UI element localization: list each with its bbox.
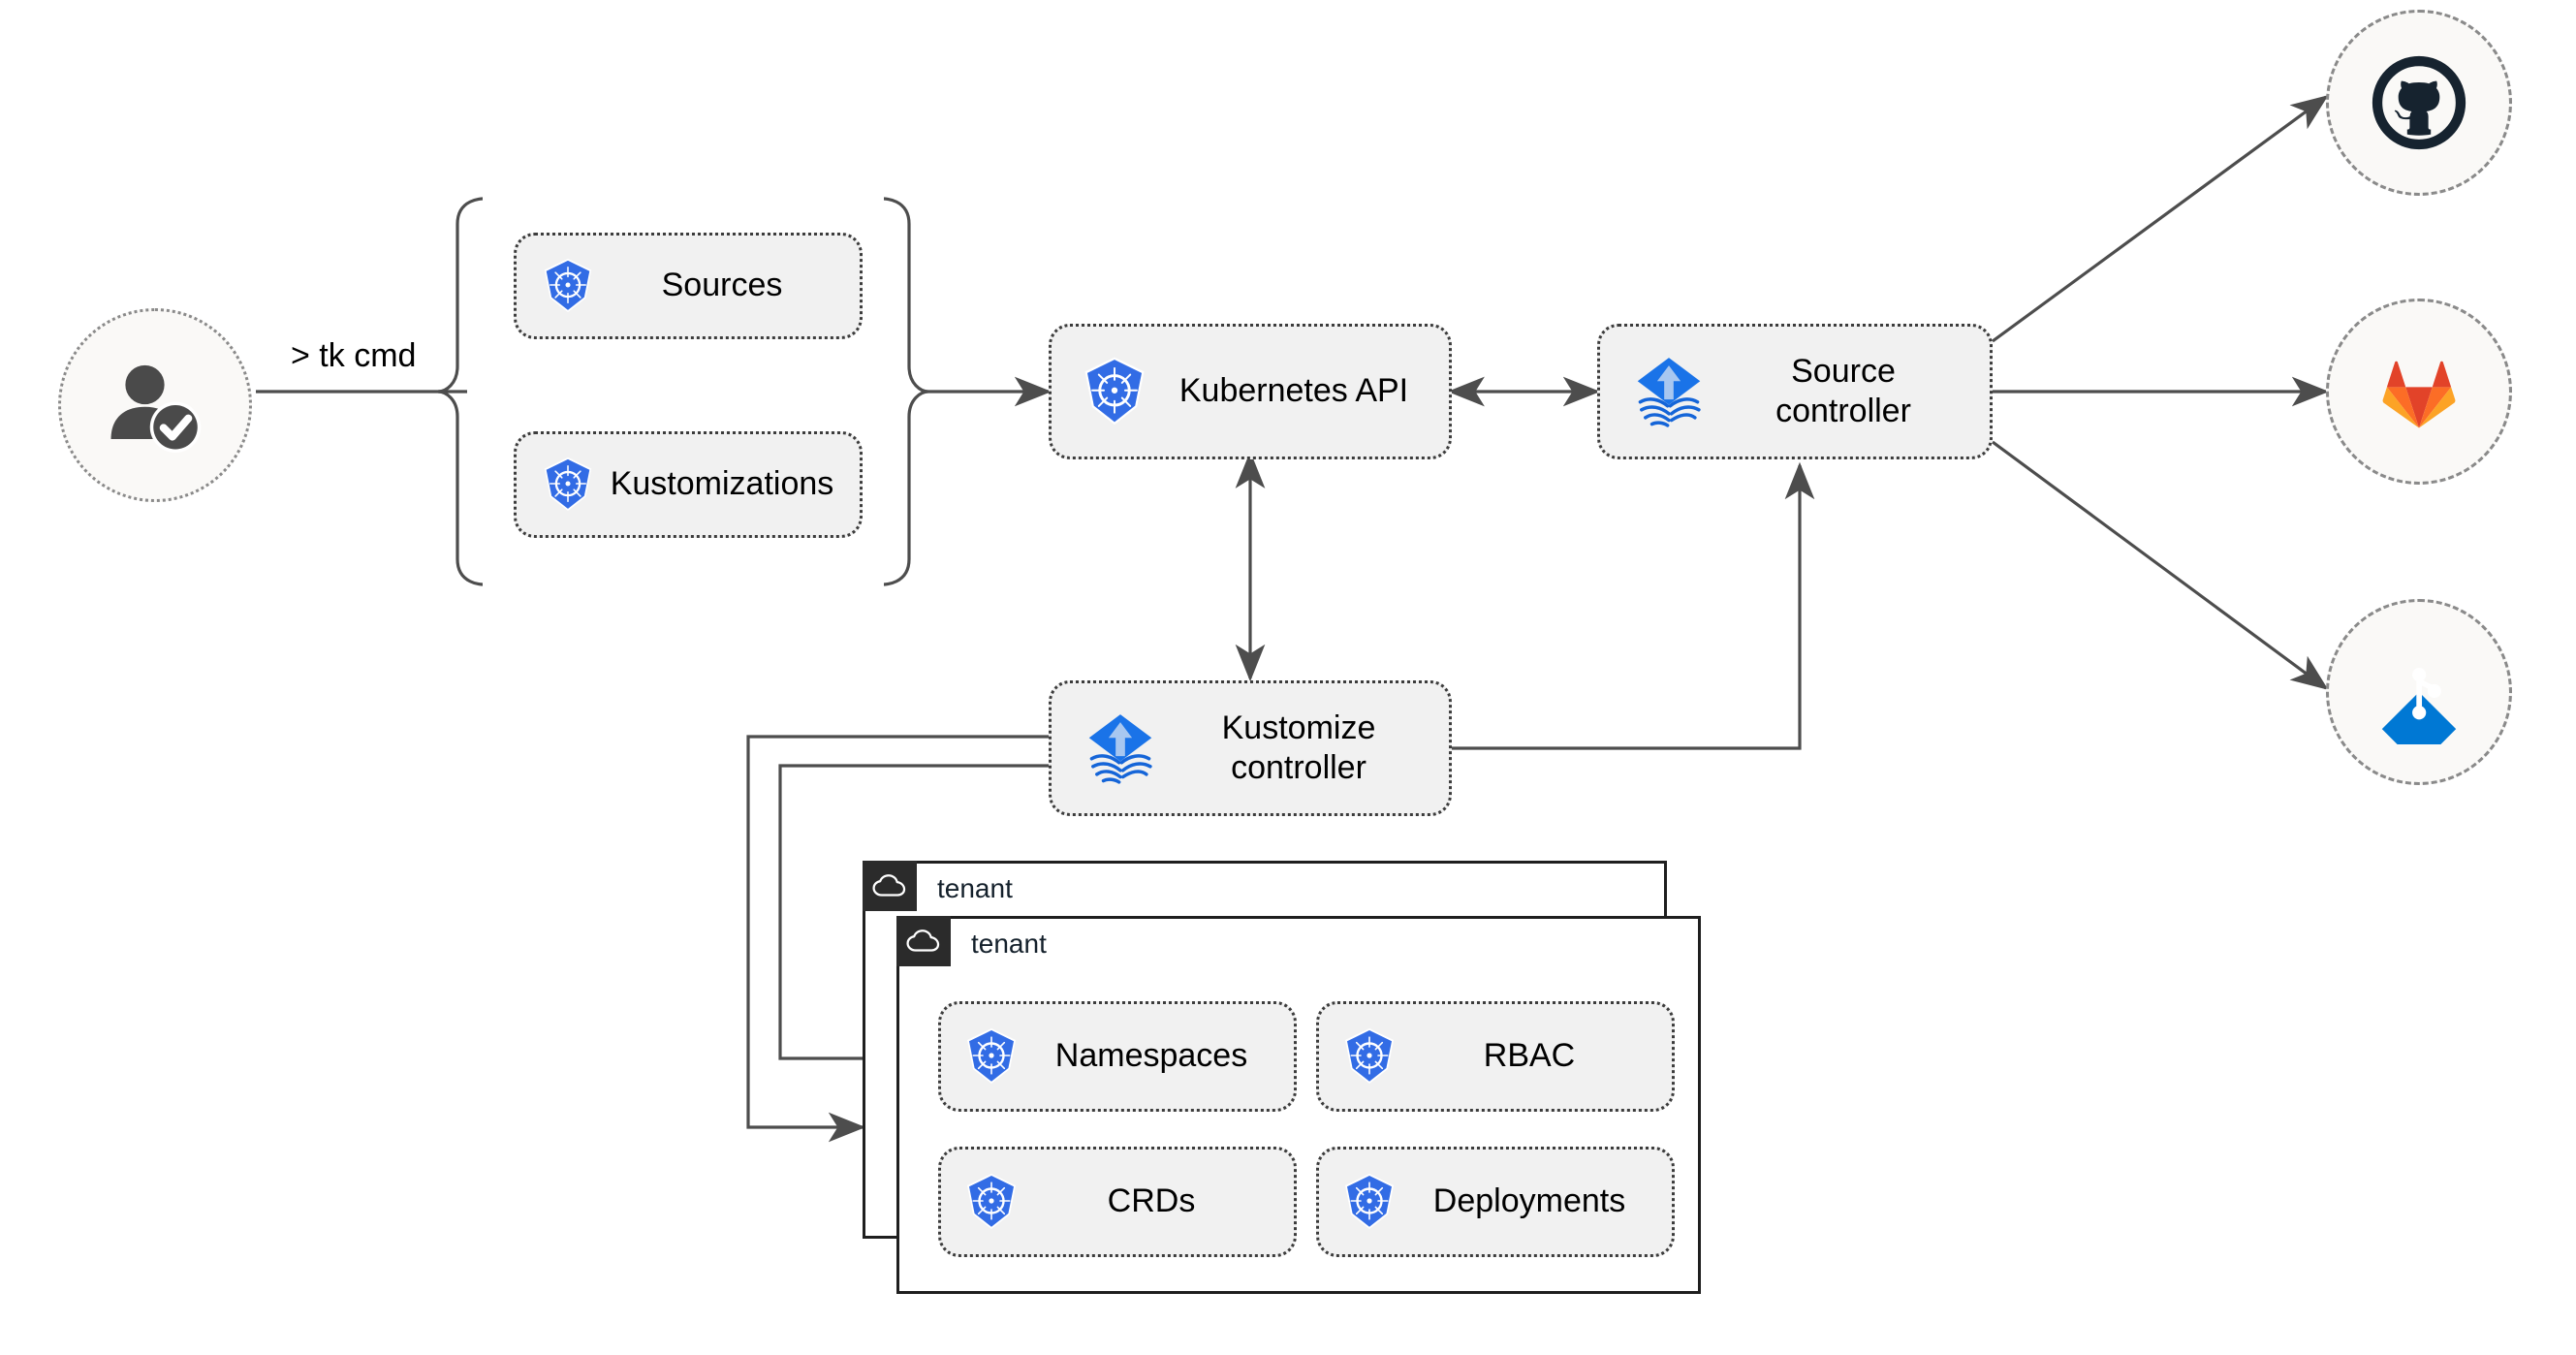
resource-label: Namespaces <box>1054 1037 1248 1075</box>
command-label: > tk cmd <box>291 337 417 374</box>
kubernetes-icon <box>960 1171 1022 1233</box>
tenant-tab <box>863 861 917 911</box>
github-icon <box>2372 55 2466 150</box>
brace-right <box>883 197 929 586</box>
node-kustomize-controller[interactable]: Kustomize controller <box>1049 680 1452 816</box>
resource-label: CRDs <box>1107 1182 1196 1220</box>
resource-label: RBAC <box>1483 1037 1576 1075</box>
tenant-tab <box>896 916 951 966</box>
provider-azure-devops[interactable] <box>2326 599 2512 785</box>
resource-label: Kustomizations <box>610 465 834 503</box>
kubernetes-icon <box>1338 1171 1400 1233</box>
node-source-controller[interactable]: Source controller <box>1597 324 1993 459</box>
node-kubernetes-api[interactable]: Kubernetes API <box>1049 324 1452 459</box>
tenant-resource-rbac[interactable]: RBAC <box>1316 1001 1675 1112</box>
brace-left <box>437 197 484 586</box>
cloud-icon <box>872 874 906 897</box>
resource-label: Sources <box>661 267 783 304</box>
tenant-resource-crds[interactable]: CRDs <box>938 1147 1297 1257</box>
user-actor[interactable] <box>58 308 252 502</box>
node-label: Kustomize controller <box>1221 709 1376 786</box>
flux-icon <box>1627 350 1711 433</box>
edge-source-to-azure <box>1992 440 2329 690</box>
azure-devops-icon <box>2381 668 2457 744</box>
kubernetes-icon <box>960 1025 1022 1087</box>
tenant-resource-deployments[interactable]: Deployments <box>1316 1147 1675 1257</box>
kubernetes-icon <box>538 256 598 316</box>
kubernetes-icon <box>1338 1025 1400 1087</box>
tenant-window-front[interactable]: tenant Namespaces <box>896 916 1701 1294</box>
node-label: Source controller <box>1775 352 1911 429</box>
resource-kustomizations[interactable]: Kustomizations <box>514 431 863 538</box>
tenant-label: tenant <box>971 929 1047 959</box>
edge-source-to-github <box>1992 95 2329 343</box>
provider-github[interactable] <box>2326 10 2512 196</box>
resource-sources[interactable]: Sources <box>514 233 863 339</box>
edge-kustomize-to-source <box>1452 461 1815 750</box>
tenant-label: tenant <box>937 873 1013 903</box>
resource-label: Deployments <box>1432 1182 1626 1220</box>
provider-gitlab[interactable] <box>2326 299 2512 485</box>
flux-icon <box>1079 707 1162 790</box>
cloud-icon <box>906 930 940 952</box>
kubernetes-icon <box>538 455 598 515</box>
kubernetes-icon <box>1077 354 1152 429</box>
gitlab-icon <box>2382 361 2456 428</box>
tenant-resource-namespaces[interactable]: Namespaces <box>938 1001 1297 1112</box>
user-check-icon <box>110 364 202 453</box>
node-label: Kubernetes API <box>1178 372 1409 410</box>
